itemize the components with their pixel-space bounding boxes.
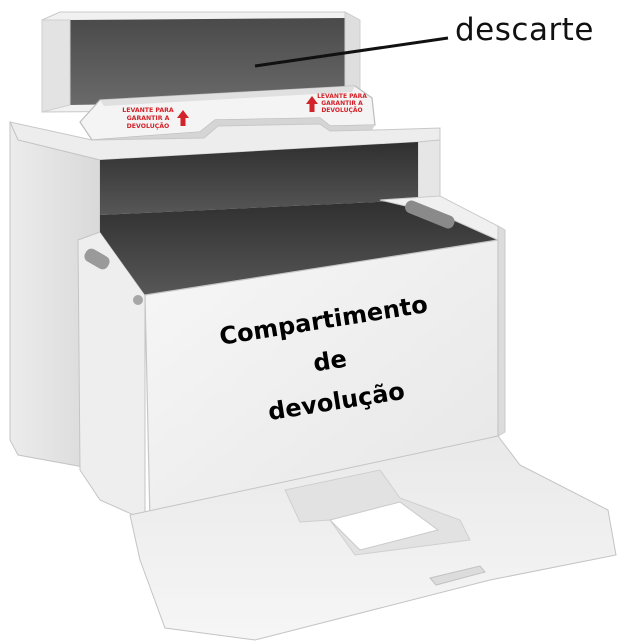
tray-print-right-line1: LEVANTE PARA [317,93,367,100]
descarte-label: descarte [455,12,594,48]
arrow-up-left-icon [177,110,189,126]
front-flap [129,435,617,641]
tray-print-right: LEVANTE PARA GARANTIR A DEVOLUÇÃO [317,93,367,114]
flap-cutout [329,501,440,551]
tray-print-right-line2: GARANTIR A [321,100,363,107]
return-drawer [77,195,506,523]
arrow-up-right-icon [306,96,318,112]
tray-print-left-line1: LEVANTE PARA [122,107,174,114]
tray-print-right-line3: DEVOLUÇÃO [321,107,362,114]
drawer-left-handle-slot [84,248,110,270]
tray-print-left: LEVANTE PARA GARANTIR A DEVOLUÇÃO [122,107,174,130]
tray-print-left-line2: GARANTIR A [127,115,170,122]
drawer-right-handle-slot [405,200,455,229]
drawer-left-hole [133,295,143,305]
disposal-slot-unit [41,11,361,113]
tray-print-left-line3: DEVOLUÇÃO [127,121,170,130]
descarte-callout-line [254,36,449,68]
